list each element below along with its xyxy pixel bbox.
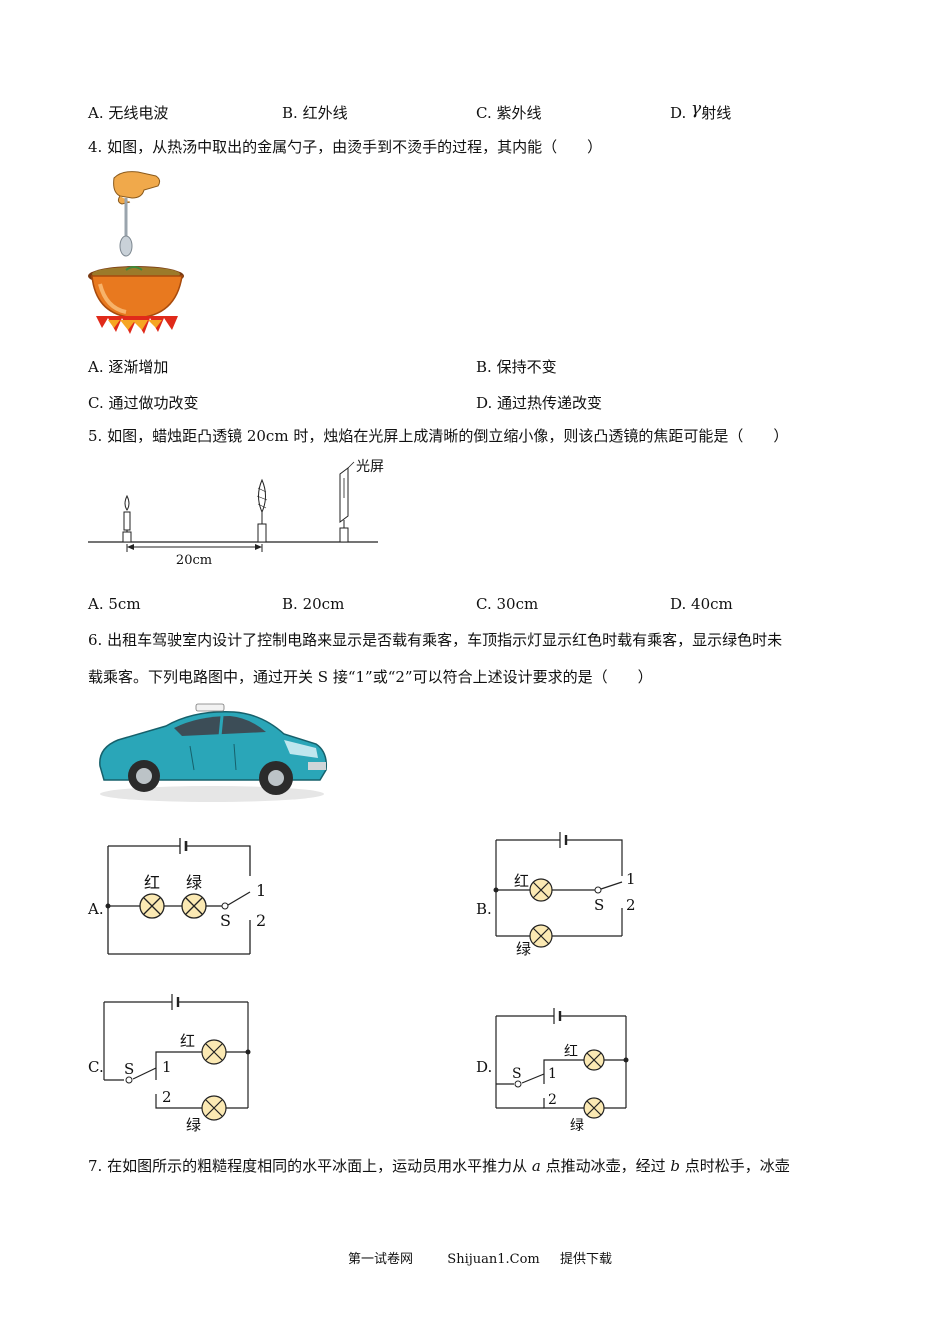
q4-option-c: C. 通过做功改变 (88, 394, 199, 412)
svg-text:2: 2 (256, 911, 266, 930)
circuit-a-label: A. (88, 900, 104, 918)
gamma-symbol: γ (691, 99, 702, 119)
q5-stem: 5. 如图，蜡烛距凸透镜 20cm 时，烛焰在光屏上成清晰的倒立缩小像，则该凸透… (88, 427, 789, 445)
q4-option-d: D. 通过热传递改变 (476, 394, 603, 412)
svg-text:红: 红 (180, 1032, 195, 1050)
svg-text:1: 1 (256, 881, 266, 900)
footer-site-name: 第一试卷网 (348, 1252, 414, 1267)
svg-text:2: 2 (548, 1092, 557, 1108)
svg-text:红: 红 (564, 1044, 578, 1060)
q6-stem-line2: 载乘客。下列电路图中，通过开关 S 接“1”或“2”可以符合上述设计要求的是（ … (88, 668, 653, 686)
circuit-d-label: D. (476, 1058, 493, 1076)
candle (122, 494, 132, 543)
svg-text:1: 1 (626, 870, 636, 888)
convex-lens (256, 478, 268, 543)
svg-text:2: 2 (162, 1088, 172, 1106)
circuit-b: 红 绿 S 1 2 (493, 832, 636, 958)
svg-text:2: 2 (626, 896, 636, 914)
q3-option-a: A. 无线电波 (88, 104, 169, 122)
svg-text:1: 1 (162, 1058, 172, 1076)
svg-text:1: 1 (548, 1066, 557, 1082)
svg-text:绿: 绿 (570, 1118, 584, 1134)
q5-option-d: D. 40cm (670, 595, 733, 613)
circuit-b-label: B. (476, 900, 492, 918)
svg-text:S: S (124, 1060, 134, 1078)
footer: 第一试卷网 Shijuan1.Com 提供下载 (348, 1248, 612, 1267)
q3-option-d: D. γ射线 (670, 99, 732, 122)
light-screen: 光屏 (339, 459, 384, 543)
q5-option-c: C. 30cm (476, 595, 539, 613)
q4-stem: 4. 如图，从热汤中取出的金属勺子，由烫手到不烫手的过程，其内能（ ） (88, 138, 603, 156)
screen-label: 光屏 (356, 459, 384, 475)
spoon-soup-illustration (88, 171, 184, 334)
distance-label: 20cm (176, 553, 212, 568)
q3-option-c: C. 紫外线 (476, 104, 542, 122)
svg-text:红: 红 (514, 872, 529, 890)
taxi-illustration (99, 703, 328, 802)
svg-text:绿: 绿 (186, 873, 202, 892)
q5-option-a: A. 5cm (88, 595, 141, 613)
q4-option-a: A. 逐渐增加 (88, 358, 169, 376)
circuit-a: 红 绿 S 1 2 (105, 838, 266, 955)
q5-option-b: B. 20cm (282, 595, 345, 613)
footer-download-text: 提供下载 (560, 1252, 613, 1267)
lens-optics-diagram: 光屏 20cm (88, 459, 384, 568)
svg-text:绿: 绿 (186, 1116, 201, 1134)
q4-option-b: B. 保持不变 (476, 358, 557, 376)
distance-marker: 20cm (126, 544, 263, 568)
svg-text:红: 红 (144, 873, 160, 892)
svg-text:S: S (512, 1066, 522, 1082)
circuit-c-label: C. (88, 1058, 104, 1076)
circuit-d: 红 绿 S 1 2 (495, 1008, 629, 1134)
q7-stem: 7. 在如图所示的粗糙程度相同的水平冰面上，运动员用水平推力从 a 点推动冰壶，… (88, 1157, 790, 1175)
q3-option-b: B. 红外线 (282, 104, 348, 122)
svg-text:S: S (220, 911, 231, 930)
circuit-c: 红 绿 S 1 2 (103, 994, 251, 1134)
svg-text:绿: 绿 (516, 940, 531, 958)
q6-stem-line1: 6. 出租车驾驶室内设计了控制电路来显示是否载有乘客，车顶指示灯显示红色时载有乘… (88, 631, 783, 649)
svg-text:S: S (594, 896, 604, 914)
footer-site-url[interactable]: Shijuan1.Com (447, 1252, 540, 1267)
